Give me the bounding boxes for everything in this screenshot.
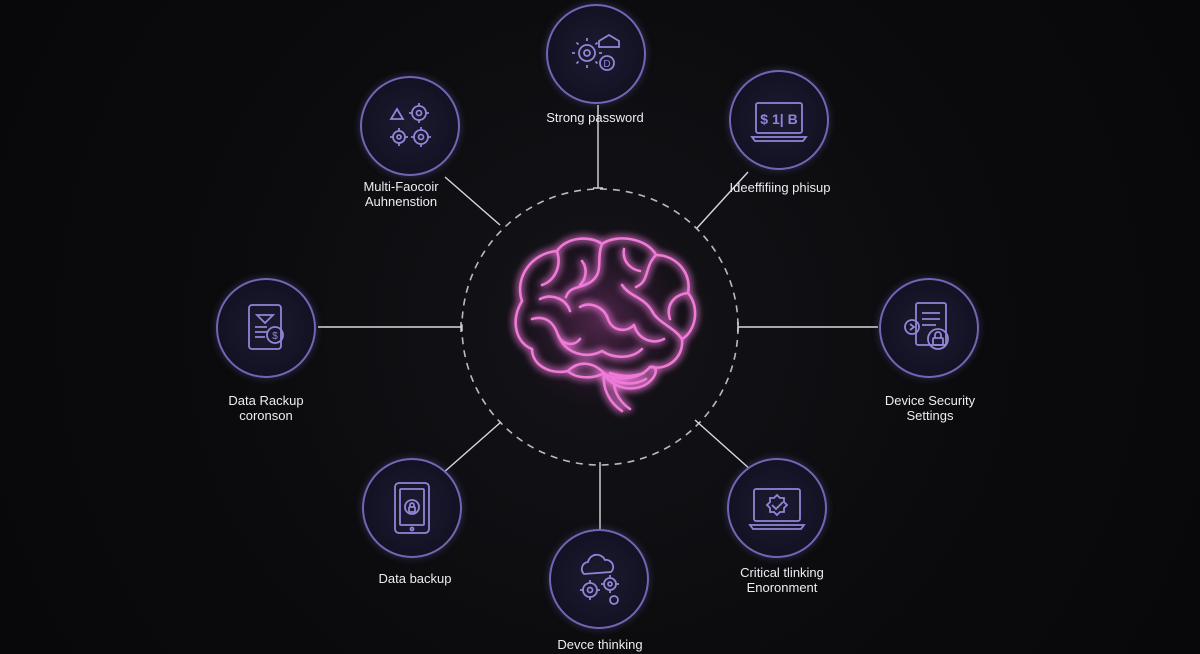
cloud-gears-icon bbox=[580, 553, 619, 605]
label-data-backup: Data backup bbox=[378, 571, 452, 586]
gears-icon bbox=[389, 103, 431, 147]
node-data-backup[interactable] bbox=[362, 458, 462, 558]
connector-top-right bbox=[696, 171, 749, 229]
node-critical-thinking[interactable] bbox=[727, 458, 827, 558]
label-device-thinking: Devce thinking bbox=[557, 637, 643, 652]
connector-bottom-left bbox=[442, 421, 502, 474]
tablet-dollar-icon: $ bbox=[248, 304, 284, 350]
label-identifying-phishing: Ideeffifiing phisup bbox=[729, 180, 831, 195]
laptop-check-icon bbox=[748, 488, 806, 530]
svg-text:$ 1| B: $ 1| B bbox=[760, 111, 797, 127]
center-brain bbox=[462, 189, 738, 465]
document-lock-icon bbox=[904, 302, 949, 350]
connector-bottom-right bbox=[694, 419, 752, 471]
gears-lock-icon: D bbox=[572, 33, 620, 71]
label-critical-thinking: Critical tlinking Enoronment bbox=[740, 565, 824, 595]
node-device-security[interactable] bbox=[879, 278, 979, 378]
connector-top-left bbox=[444, 176, 501, 226]
brain-icon bbox=[495, 219, 705, 429]
label-multi-factor: Multi-Faocoir Auhnenstion bbox=[363, 179, 439, 209]
node-data-backup-coronson[interactable]: $ bbox=[216, 278, 316, 378]
laptop-dollar-icon: $ 1| B bbox=[750, 102, 808, 142]
tablet-lock-icon bbox=[394, 482, 430, 534]
svg-text:$: $ bbox=[272, 331, 278, 342]
label-data-backup-coronson: Data Rackup coronson bbox=[228, 393, 304, 423]
node-strong-password[interactable]: D bbox=[546, 4, 646, 104]
label-device-security: Device Security Settings bbox=[884, 393, 976, 423]
label-strong-password: Strong password bbox=[546, 110, 644, 125]
node-device-thinking[interactable] bbox=[549, 529, 649, 629]
node-multi-factor[interactable] bbox=[360, 76, 460, 176]
node-identifying-phishing[interactable]: $ 1| B bbox=[729, 70, 829, 170]
svg-text:D: D bbox=[603, 59, 610, 70]
